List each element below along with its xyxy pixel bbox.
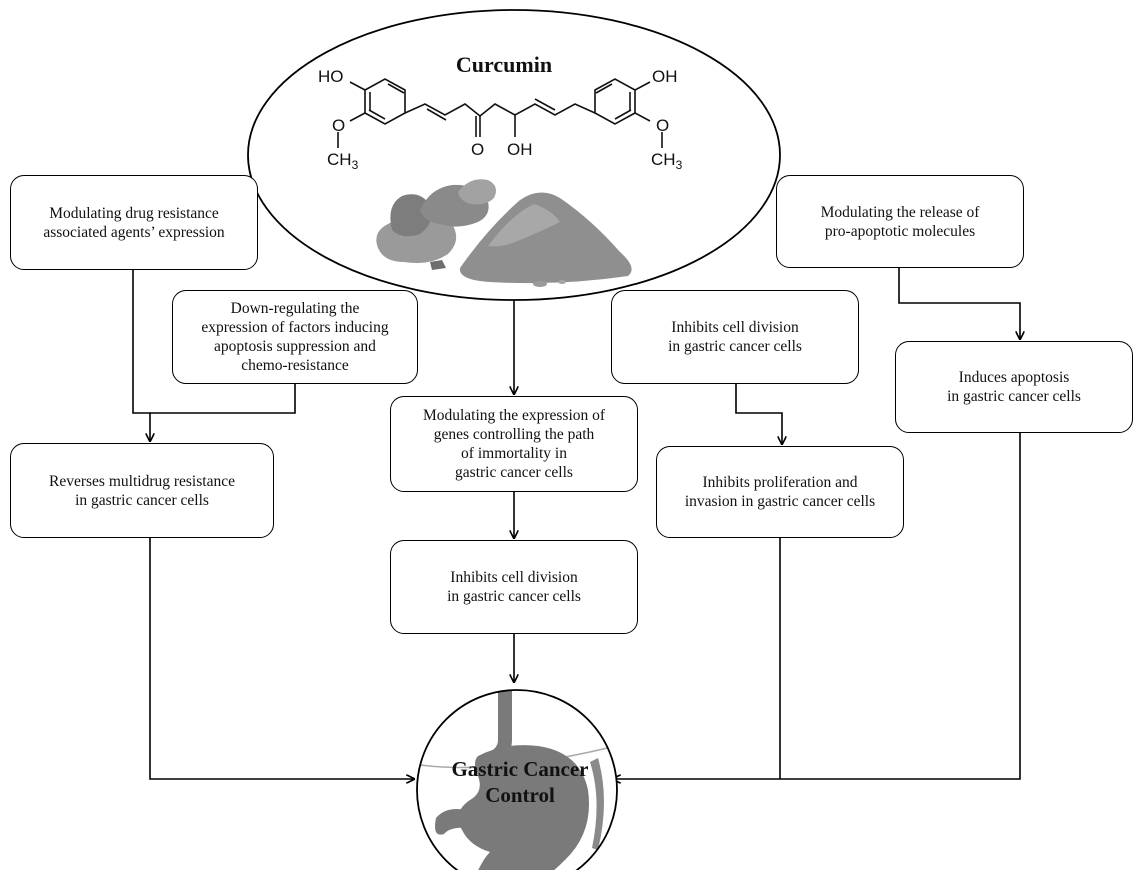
methoxy-o-left-label: O (332, 116, 345, 135)
outcome-label: Gastric Cancer Control (418, 756, 622, 808)
enol-oh-label: OH (507, 140, 533, 159)
arrow-drug-resistance-to-reverses (132, 270, 150, 441)
connectors (132, 268, 1021, 779)
box-line: Inhibits cell division (450, 569, 578, 586)
box-line: Down-regulating the (230, 300, 360, 317)
arrow-apoptosis-to-outcome (613, 433, 1021, 779)
box-line: in gastric cancer cells (447, 588, 581, 605)
outcome-line: Gastric Cancer (451, 757, 589, 781)
oh-right-label: OH (652, 67, 678, 86)
box-line: apoptosis suppression and (214, 338, 376, 355)
box-line: Reverses multidrug resistance (49, 472, 235, 490)
box-proliferation: Inhibits proliferation and invasion in g… (656, 446, 904, 538)
box-line: pro-apoptotic molecules (824, 222, 976, 240)
box-line: of immortality in (461, 445, 567, 462)
box-line: expression of factors inducing (201, 319, 389, 336)
box-cell-division-center: Inhibits cell division in gastric cancer… (390, 540, 638, 634)
stomach-illustration (416, 689, 618, 870)
box-line: in gastric cancer cells (947, 388, 1081, 405)
ch3-right-label: CH3 (651, 150, 683, 172)
ho-left-label: HO (318, 67, 344, 86)
box-line: genes controlling the path (433, 426, 595, 443)
box-drug-resistance: Modulating drug resistance associated ag… (10, 175, 258, 270)
box-down-regulating: Down-regulating the expression of factor… (172, 290, 418, 384)
arrow-cell-division-to-proliferation (735, 384, 782, 444)
box-line: Inhibits proliferation and (702, 474, 858, 491)
box-apoptosis: Induces apoptosis in gastric cancer cell… (895, 341, 1133, 433)
box-line: Modulating the release of (820, 203, 980, 221)
line-down-regulating-to-reverses (150, 384, 296, 414)
outcome-line: Control (485, 783, 555, 807)
box-line: Induces apoptosis (958, 369, 1070, 386)
box-line: Inhibits cell division (671, 319, 799, 336)
box-immortality: Modulating the expression of genes contr… (390, 396, 638, 492)
curcumin-title: Curcumin (455, 52, 553, 77)
box-line: chemo-resistance (241, 357, 349, 374)
box-line: gastric cancer cells (455, 464, 573, 481)
box-line: associated agents’ expression (43, 223, 225, 241)
box-line: invasion in gastric cancer cells (684, 493, 876, 510)
arrow-reverses-to-outcome (149, 538, 414, 779)
curcumin-structure (337, 78, 663, 148)
keto-o-label: O (471, 140, 484, 159)
box-line: in gastric cancer cells (75, 491, 209, 509)
box-cell-division-right: Inhibits cell division in gastric cancer… (611, 290, 859, 384)
box-reverses-mdr: Reverses multidrug resistance in gastric… (10, 443, 274, 538)
ch3-left-label: CH3 (327, 150, 359, 172)
arrow-pro-apoptotic-to-apoptosis (898, 268, 1020, 339)
box-line: Modulating drug resistance (49, 204, 219, 222)
box-pro-apoptotic: Modulating the release of pro-apoptotic … (776, 175, 1024, 268)
curcumin-ellipse (247, 9, 781, 301)
box-line: Modulating the expression of (422, 407, 606, 424)
turmeric-image (376, 179, 632, 287)
box-line: in gastric cancer cells (668, 338, 802, 355)
methoxy-o-right-label: O (656, 116, 669, 135)
